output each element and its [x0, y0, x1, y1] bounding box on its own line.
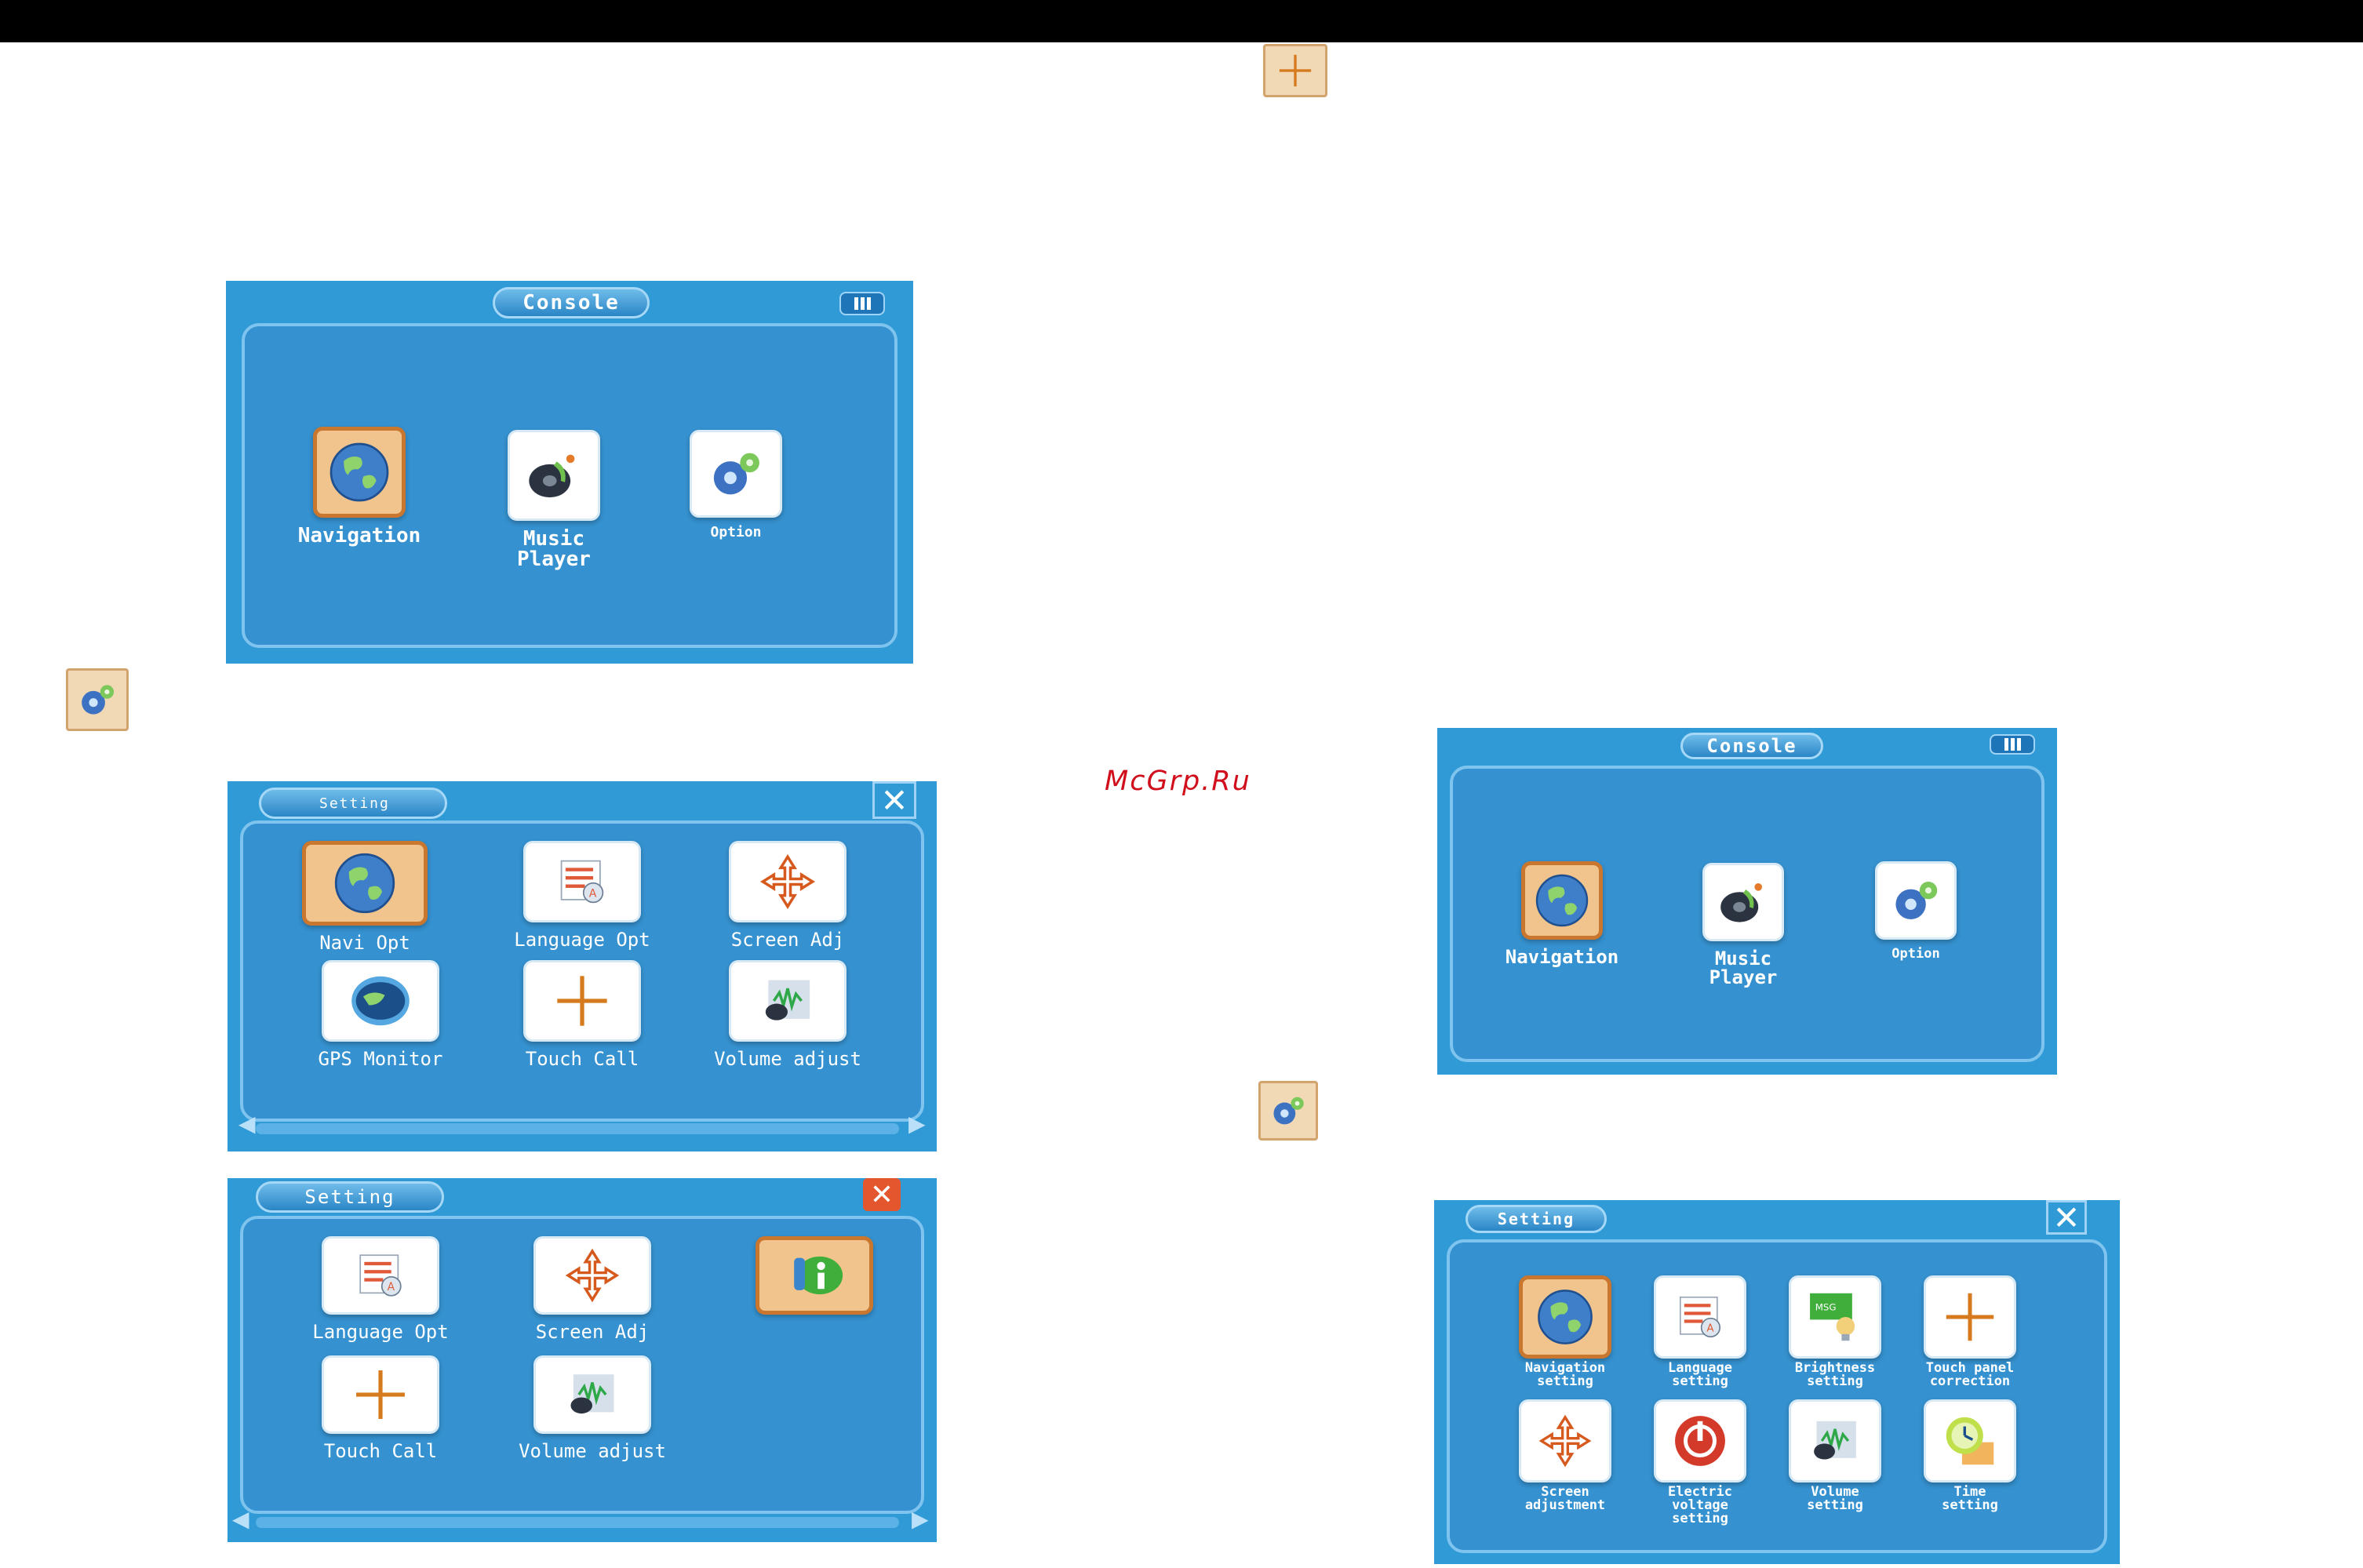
arrow-right-icon[interactable]: ▶	[912, 1506, 929, 1532]
top-black-bar	[0, 0, 2363, 42]
language-icon	[1654, 1275, 1746, 1359]
screen-adjust-icon	[1519, 1399, 1611, 1483]
setting-item-electric-voltage-setting[interactable]: Electric voltage setting	[1641, 1399, 1759, 1526]
close-button[interactable]: ✕	[2046, 1200, 2087, 1237]
clock-icon	[1924, 1399, 2016, 1483]
touch-cross-icon	[1924, 1275, 2016, 1359]
console-item-music-player[interactable]: Music Player	[499, 430, 609, 569]
option-gears-icon	[66, 668, 129, 731]
gears-icon	[1875, 861, 1957, 940]
console-title: Console	[493, 287, 650, 318]
touch-cross-icon	[1263, 44, 1327, 97]
setting-item-navigation-setting[interactable]: Navigation setting	[1506, 1275, 1624, 1388]
navi-globe-gear-icon	[302, 841, 428, 926]
setting-item-screen-adj[interactable]: Screen Adj	[518, 1236, 667, 1341]
battery-icon	[1990, 734, 2035, 755]
volume-icon	[729, 960, 847, 1042]
arrow-left-icon[interactable]: ◀	[232, 1506, 249, 1532]
setting-screen-a: Setting ✕ Navi Opt Language Opt Screen A…	[228, 781, 937, 1151]
music-player-icon	[508, 430, 600, 521]
setting-item-time-setting[interactable]: Time setting	[1911, 1399, 2029, 1512]
screen-adjust-icon	[729, 841, 847, 922]
setting-title: Setting	[256, 1181, 444, 1213]
scrollbar[interactable]	[256, 1123, 899, 1134]
watermark: McGrp.Ru	[1105, 766, 1251, 797]
console-item-navigation[interactable]: Navigation	[281, 427, 438, 546]
console-item-option[interactable]: Option	[681, 430, 791, 540]
setting-item-volume-setting[interactable]: Volume setting	[1776, 1399, 1894, 1512]
setting-item-volume-adjust[interactable]: Volume adjust	[518, 1355, 667, 1461]
setting-title: Setting	[1465, 1205, 1607, 1233]
language-icon	[322, 1236, 439, 1315]
arrow-left-icon[interactable]: ◀	[238, 1111, 256, 1137]
volume-icon	[1789, 1399, 1881, 1483]
console-item-option[interactable]: Option	[1861, 861, 1971, 961]
touch-cross-icon	[523, 960, 641, 1042]
setting-item-touch-panel-correction[interactable]: Touch panel correction	[1903, 1275, 2037, 1388]
navi-globe-gear-icon	[1519, 1275, 1611, 1359]
screen-adjust-icon	[533, 1236, 651, 1315]
console-screen: Console Navigation Music Player Option	[226, 281, 913, 664]
globe-icon	[1521, 861, 1603, 940]
brightness-icon	[1789, 1275, 1881, 1359]
close-icon: ✕	[2052, 1200, 2081, 1237]
setting-item-info[interactable]	[752, 1236, 877, 1315]
setting-item-language-opt[interactable]: Language Opt	[504, 841, 661, 949]
touch-cross-icon	[322, 1355, 439, 1434]
music-player-icon	[1702, 863, 1784, 941]
setting-item-screen-adj[interactable]: Screen Adj	[717, 841, 858, 949]
info-icon	[756, 1236, 873, 1315]
option-gears-icon	[1258, 1081, 1318, 1141]
setting-item-brightness-setting[interactable]: Brightness setting	[1776, 1275, 1894, 1388]
arrow-right-icon[interactable]: ▶	[908, 1111, 926, 1137]
globe-icon	[313, 427, 406, 518]
console-item-navigation[interactable]: Navigation	[1487, 861, 1637, 966]
setting-item-touch-call[interactable]: Touch Call	[504, 960, 661, 1068]
setting-item-volume-adjust[interactable]: Volume adjust	[709, 960, 866, 1068]
scrollbar[interactable]	[256, 1517, 899, 1528]
setting-item-language-setting[interactable]: Language setting	[1641, 1275, 1759, 1388]
setting-item-navi-opt[interactable]: Navi Opt	[290, 841, 439, 952]
setting-title: Setting	[259, 788, 447, 819]
close-icon: ✕	[880, 781, 908, 820]
setting-screen-b: Setting ✕ Language Opt Screen Adj Touch …	[228, 1178, 937, 1542]
setting-item-screen-adjustment[interactable]: Screen adjustment	[1506, 1399, 1624, 1512]
volume-icon	[533, 1355, 651, 1434]
setting-screen-right: Setting ✕ Navigation setting Language se…	[1434, 1200, 2120, 1564]
setting-item-language-opt[interactable]: Language Opt	[306, 1236, 455, 1341]
console-screen: Console Navigation Music Player Option	[1437, 728, 2057, 1075]
close-button[interactable]: ✕	[872, 781, 916, 820]
console-title: Console	[1680, 733, 1823, 759]
setting-item-touch-call[interactable]: Touch Call	[306, 1355, 455, 1461]
power-icon	[1654, 1399, 1746, 1483]
setting-item-gps-monitor[interactable]: GPS Monitor	[306, 960, 455, 1068]
console-item-music-player[interactable]: Music Player	[1688, 863, 1798, 987]
battery-icon	[839, 292, 885, 315]
close-icon: ✕	[869, 1178, 894, 1211]
gears-icon	[690, 430, 782, 518]
close-button[interactable]: ✕	[863, 1178, 901, 1211]
language-icon	[523, 841, 641, 922]
gps-icon	[322, 960, 439, 1042]
